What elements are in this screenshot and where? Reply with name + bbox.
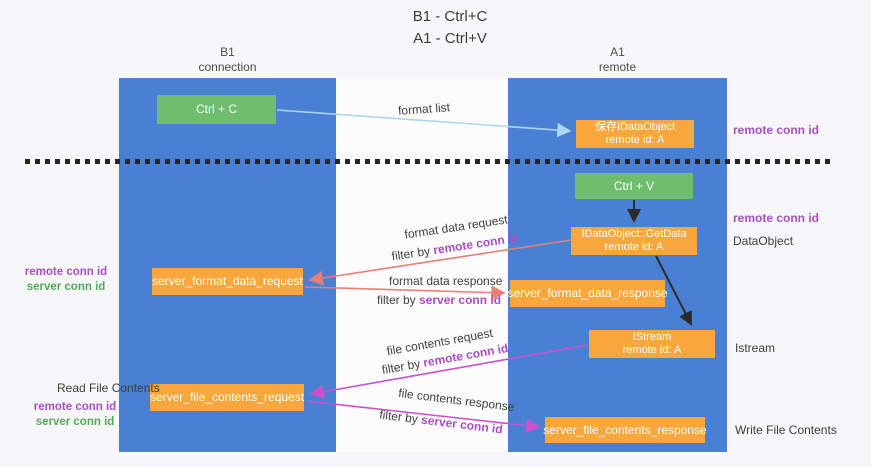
label-format-data-response: format data response [389,274,503,288]
header-a1: A1 remote [508,45,727,75]
node-save-idataobject-line1: 保存IDataObject [594,121,676,133]
label-write-file-contents: Write File Contents [735,423,837,437]
filter-server-conn-id: server conn id [419,293,502,307]
label-left-server-conn-id: server conn id [26,281,106,293]
node-ctrl-v: Ctrl + V [575,173,693,199]
node-istream-line1: IStream [632,331,672,343]
label-left-server-conn-id-2: server conn id [35,416,115,428]
title-line-1: B1 - Ctrl+C [412,8,488,25]
header-b1-name: B1 [220,45,235,59]
node-save-idataobject: 保存IDataObject remote id: A [576,120,694,148]
label-dataobject: DataObject [733,234,794,248]
label-filter-server-1: filter by server conn id [377,293,501,307]
node-save-idataobject-line2: remote id: A [605,134,665,146]
node-istream-line2: remote id: A [622,344,682,356]
label-remote-conn-id-mid: remote conn id [733,211,820,225]
diagram-title: B1 - Ctrl+C A1 - Ctrl+V [330,6,570,50]
node-idataobject-getdata-line1: IDataObject::GetData [581,228,687,240]
header-a1-sub: remote [598,60,637,74]
node-idataobject-getdata: IDataObject::GetData remote id: A [571,227,697,255]
label-remote-conn-id-top: remote conn id [733,123,820,137]
label-left-remote-conn-id-2: remote conn id [33,401,117,413]
node-server-format-data-request: server_format_data_request [152,268,303,295]
header-b1: B1 connection [119,45,336,75]
header-b1-sub: connection [198,60,257,74]
dashed-separator [25,159,832,164]
label-left-remote-conn-id: remote conn id [24,266,108,278]
node-server-file-contents-request: server_file_contents_request [150,384,304,411]
filter-by-text: filter by [377,293,416,307]
label-left-conn-ids-2: remote conn id server conn id [30,400,120,430]
node-server-format-data-response: server_format_data_response [507,280,668,307]
node-ctrl-c: Ctrl + C [157,95,276,124]
label-read-file-contents: Read File Contents [57,381,160,395]
header-a1-name: A1 [610,45,625,59]
label-istream: Istream [735,341,776,355]
node-server-file-contents-response: server_file_contents_response [543,417,707,443]
node-istream: IStream remote id: A [589,330,715,358]
node-idataobject-getdata-line2: remote id: A [604,241,664,253]
label-left-conn-ids: remote conn id server conn id [22,265,110,295]
title-line-2: A1 - Ctrl+V [413,30,487,47]
